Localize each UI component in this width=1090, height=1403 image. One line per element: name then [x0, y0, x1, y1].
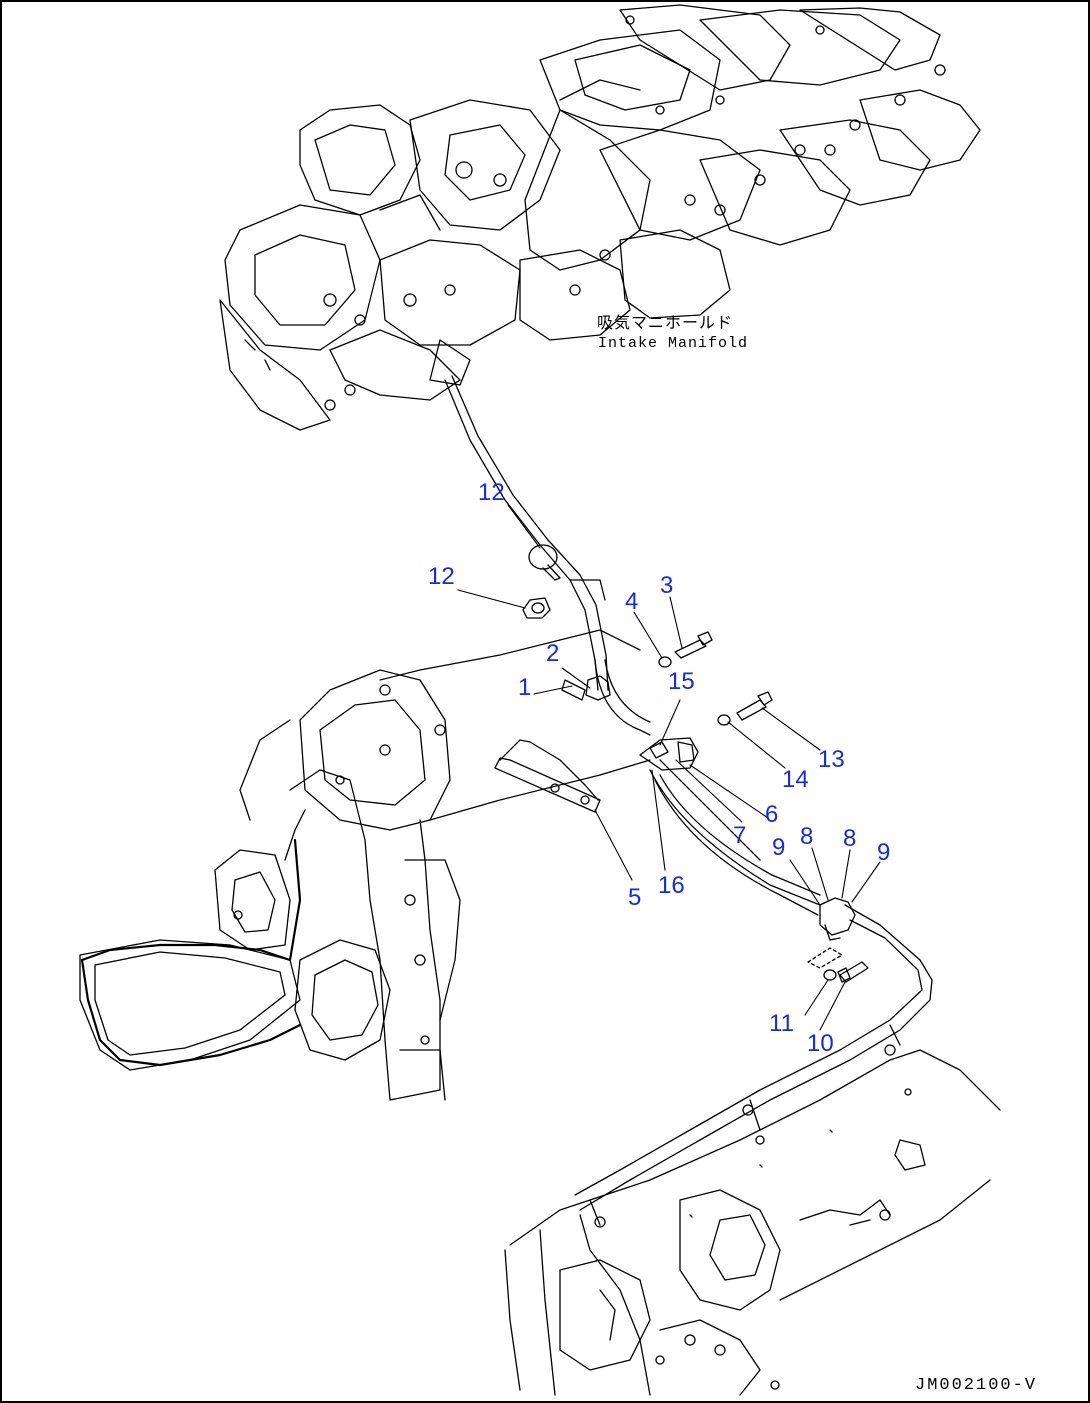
clamp-8-9: [807, 897, 856, 969]
clamp-6-7: [639, 737, 699, 771]
bolt-13: [736, 691, 773, 721]
bolt-3: [674, 631, 713, 659]
callout-10[interactable]: 10: [807, 1030, 834, 1057]
callout-3[interactable]: 3: [660, 572, 674, 599]
washer-4: [658, 656, 672, 668]
callout-1[interactable]: 1: [518, 674, 532, 701]
callout-6[interactable]: 6: [765, 801, 779, 828]
intake-manifold-assembly: [219, 4, 981, 431]
intake-manifold-label-jp: 吸気マニホールド: [597, 313, 734, 332]
clip-12-upper: [528, 544, 561, 581]
callout-14[interactable]: 14: [782, 766, 809, 793]
drawing-code: JM002100-V: [915, 1376, 1038, 1395]
drive-belt: [80, 838, 302, 1067]
leader-lines: [457, 504, 881, 1031]
callout-11[interactable]: 11: [769, 1010, 794, 1037]
callout-2[interactable]: 2: [546, 640, 560, 667]
bolt-10: [837, 961, 869, 983]
callout-9-left[interactable]: 9: [772, 834, 786, 861]
callout-15[interactable]: 15: [668, 668, 695, 695]
callout-4[interactable]: 4: [625, 588, 639, 615]
lower-frame: [504, 1044, 1001, 1396]
callout-12-lower[interactable]: 12: [428, 563, 455, 590]
washer-14: [717, 714, 731, 726]
hose-assembly: [574, 759, 933, 1226]
front-cover-assembly: [79, 629, 651, 1101]
callout-8-right[interactable]: 8: [843, 825, 857, 852]
clamp-2: [561, 675, 611, 701]
callout-8-left[interactable]: 8: [800, 823, 814, 850]
clip-12-lower: [522, 597, 551, 619]
callout-7[interactable]: 7: [733, 822, 747, 849]
boost-tube: [444, 375, 651, 736]
callout-12-upper[interactable]: 12: [478, 479, 505, 506]
callout-5[interactable]: 5: [628, 884, 642, 911]
callout-13[interactable]: 13: [818, 746, 845, 773]
washer-11: [823, 969, 837, 981]
callout-9-right[interactable]: 9: [877, 839, 891, 866]
callout-16[interactable]: 16: [658, 872, 685, 899]
intake-manifold-label-en: Intake Manifold: [598, 335, 749, 352]
bracket-5: [494, 739, 601, 813]
